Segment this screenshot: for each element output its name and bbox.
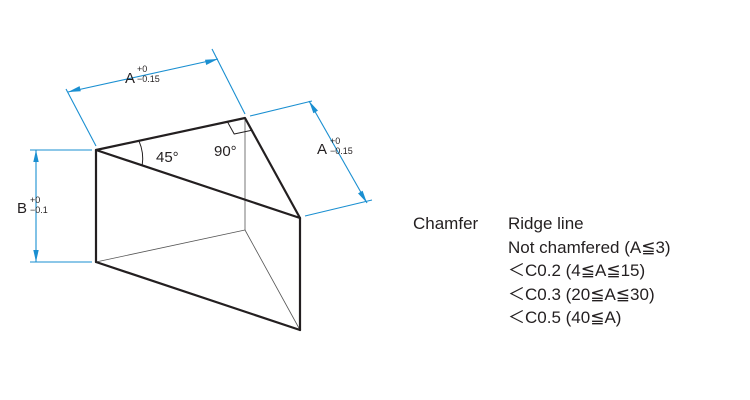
dimension-line-top <box>67 58 219 93</box>
chamfer-line-c05: ＜C0.5 (40≦A) <box>508 308 622 327</box>
hidden-edge-bottom-right <box>244 229 301 331</box>
chamfer-line-c02: ＜C0.2 (4≦A≦15) <box>508 261 646 280</box>
dimension-right-a: A +0 −0.15 <box>249 100 373 217</box>
dimension-letter-right: A <box>317 141 327 158</box>
chamfer-line-c03: ＜C0.3 (20≦A≦30) <box>508 284 655 304</box>
extension-line-right-top <box>249 100 313 117</box>
angle-45-label: 45° <box>156 149 179 166</box>
prism-bottom-front-edge <box>94 260 302 332</box>
angle-90-label: 90° <box>214 143 237 160</box>
arrowhead-left-top <box>33 150 39 162</box>
dimension-label-right: A <box>317 141 327 158</box>
dimension-label-top: A <box>125 70 135 87</box>
hidden-edge-bottom-back <box>95 229 246 263</box>
chamfer-title: Chamfer <box>413 214 479 233</box>
dimension-label-left: B <box>17 200 27 217</box>
tolerance-lower-right: −0.15 <box>330 146 353 156</box>
arrowhead-right-top <box>309 101 318 114</box>
arrowhead-top-right <box>205 59 218 65</box>
tolerance-upper-top: +0 <box>137 64 147 74</box>
dimension-left-b: B +0 −0.1 <box>17 149 92 263</box>
tolerance-upper-left: +0 <box>30 195 40 205</box>
arrowhead-left-bottom <box>33 250 39 262</box>
angle-45-arc <box>138 140 144 166</box>
dimension-top-a: A +0 −0.15 <box>65 48 246 147</box>
right-angle-mark <box>226 121 253 135</box>
extension-line-top-left <box>65 88 97 147</box>
tolerance-lower-top: −0.15 <box>137 74 160 84</box>
dimension-letter-top: A <box>125 70 135 87</box>
chamfer-note: Chamfer Ridge line Not chamfered (A≦3) ＜… <box>413 212 671 330</box>
tolerance-lower-left: −0.1 <box>30 205 48 215</box>
arrowhead-top-left <box>68 86 81 92</box>
chamfer-line-not-chamfered: Not chamfered (A≦3) <box>508 237 671 257</box>
prism-top-face <box>94 116 302 220</box>
extension-line-right-bottom <box>304 199 373 217</box>
tolerance-upper-right: +0 <box>330 136 340 146</box>
chamfer-line-ridge: Ridge line <box>508 214 584 233</box>
extension-line-top-right <box>211 48 246 115</box>
dimension-line-right <box>308 100 368 204</box>
dimension-letter-left: B <box>17 200 27 217</box>
arrowhead-right-bottom <box>358 190 367 203</box>
chamfer-lines: Ridge line Not chamfered (A≦3) ＜C0.2 (4≦… <box>508 212 671 330</box>
